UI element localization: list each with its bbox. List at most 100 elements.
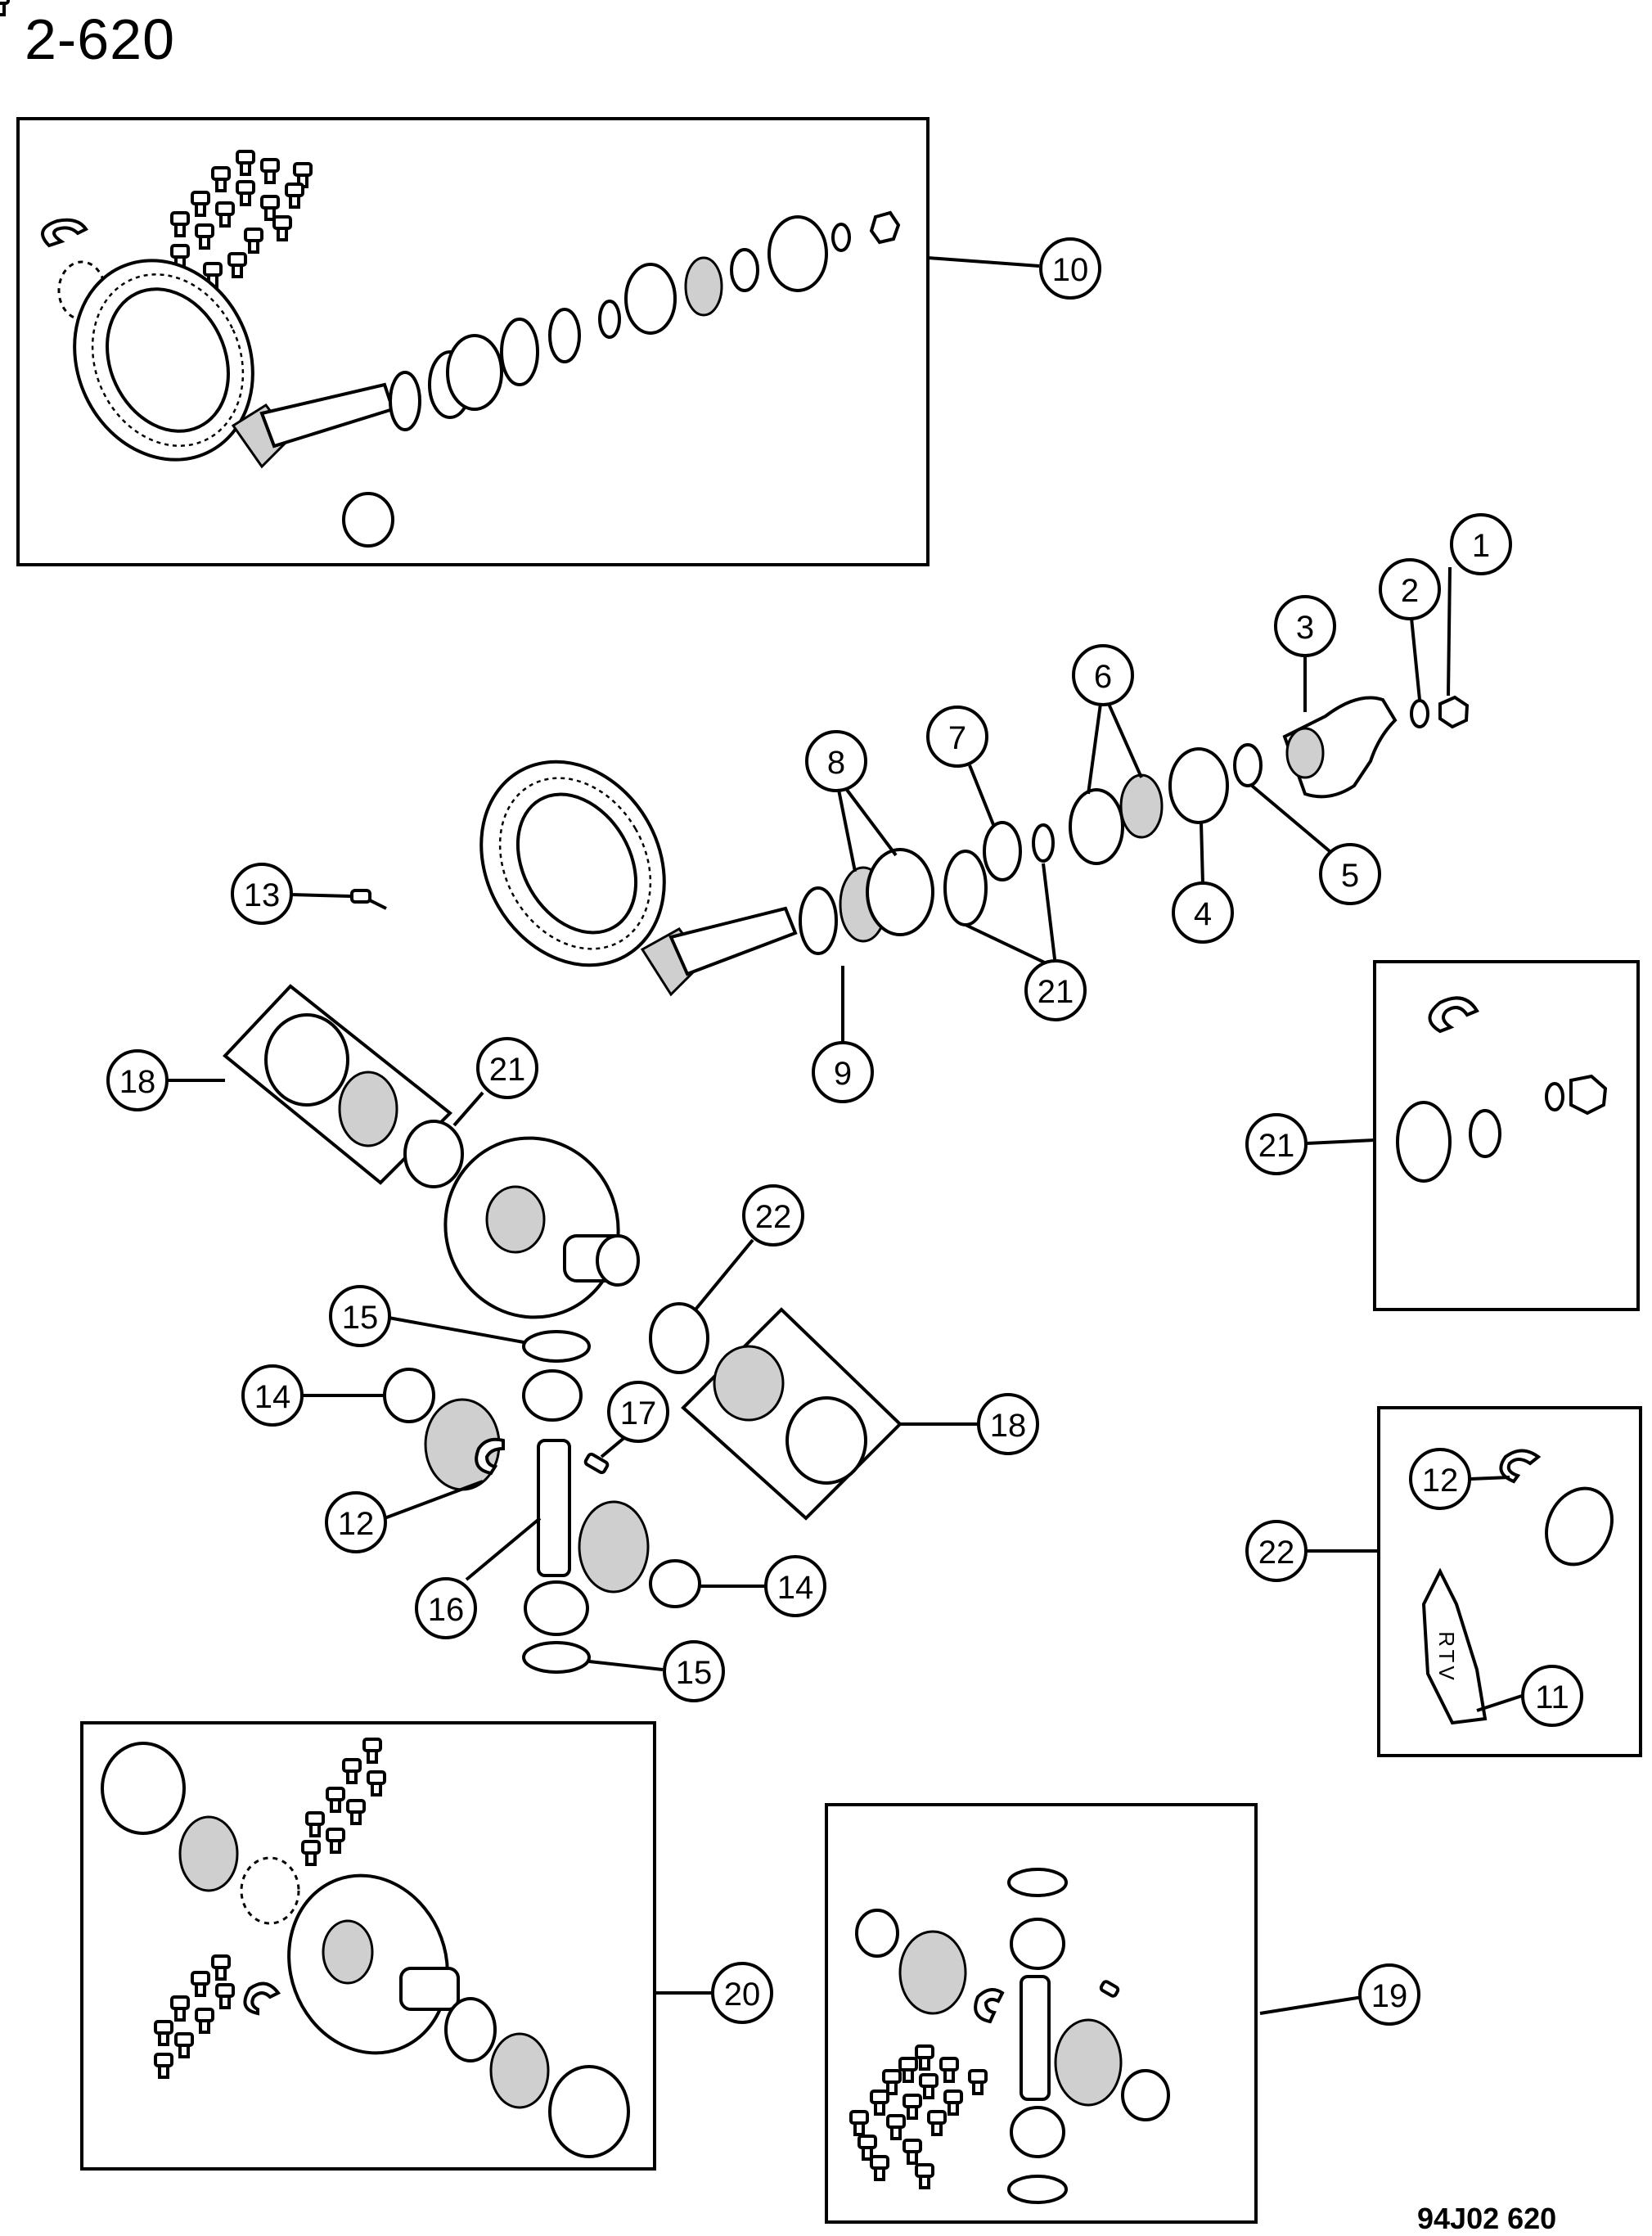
clip-icon: [41, 218, 88, 248]
kit-box-20: [80, 1721, 656, 2171]
oil-slinger-icon: [730, 248, 759, 292]
callout-22: [742, 1184, 804, 1246]
callout-5: [1319, 843, 1381, 905]
page-title: 2-620: [25, 7, 176, 71]
clip-12: [475, 1437, 505, 1476]
side-gear-lower: [578, 1500, 650, 1594]
svg-text:17: 17: [620, 1395, 657, 1431]
svg-text:15: 15: [676, 1655, 713, 1691]
bearing-6-cone: [1119, 773, 1164, 839]
nut-icon: [869, 210, 901, 245]
bearing-6-cup: [1069, 788, 1124, 865]
svg-text:8: 8: [827, 745, 845, 781]
thrust-washer-icon: [342, 492, 394, 548]
spacer-7: [983, 821, 1022, 881]
svg-text:18: 18: [990, 1408, 1027, 1444]
kit-box-10: [0, 0, 930, 566]
svg-text:20: 20: [724, 1977, 761, 2013]
callout-21-main: [1024, 959, 1087, 1021]
svg-text:14: 14: [777, 1570, 814, 1606]
callout-12-main: [325, 1491, 387, 1553]
shim-21b: [1032, 823, 1055, 863]
svg-text:22: 22: [755, 1199, 792, 1235]
drawing-code: 94J02 620: [1417, 2202, 1557, 2235]
callout-17: [607, 1381, 669, 1443]
washer-2: [1410, 699, 1429, 728]
callout-14-lower: [764, 1555, 826, 1617]
rtv-tube-icon: RTV: [1421, 1567, 1488, 1725]
washer-icon: [831, 223, 851, 252]
callout-10: [1039, 237, 1101, 300]
main-pinion-gear: [640, 886, 838, 997]
svg-text:18: 18: [119, 1064, 156, 1100]
vent-13: [350, 889, 387, 910]
callout-11: [1521, 1665, 1583, 1727]
svg-text:10: 10: [1052, 252, 1089, 288]
svg-text:4: 4: [1194, 896, 1212, 932]
callout-16: [415, 1577, 477, 1639]
shim-icon: [500, 318, 539, 386]
svg-text:7: 7: [948, 720, 966, 756]
callout-9: [812, 1041, 874, 1103]
bearing-8-cup: [866, 848, 934, 936]
pinion-gear: [231, 371, 421, 469]
callout-2: [1379, 558, 1441, 620]
callout-18-upper: [106, 1049, 169, 1111]
nut-1: [1438, 695, 1470, 729]
shim-21: [943, 850, 988, 926]
svg-text:6: 6: [1094, 659, 1112, 695]
callout-6: [1072, 644, 1134, 706]
callout-15-upper: [329, 1285, 391, 1347]
callout-21-upper: [476, 1037, 538, 1099]
callout-4: [1172, 881, 1234, 944]
main-ring-gear: [479, 760, 666, 967]
svg-text:11: 11: [1535, 1679, 1569, 1715]
callout-19: [1358, 1963, 1420, 2026]
seal-icon: [767, 215, 828, 292]
kit-box-18-upper: [223, 984, 452, 1185]
washer-14-upper: [383, 1368, 435, 1423]
svg-text:1: 1: [1472, 528, 1490, 564]
pinion-mate-upper: [522, 1369, 583, 1422]
callout-1: [1450, 513, 1512, 575]
callout-22-box: [1245, 1520, 1308, 1582]
callout-21-box: [1245, 1113, 1308, 1175]
slinger-5: [1233, 743, 1263, 787]
svg-text:22: 22: [1258, 1535, 1295, 1571]
callout-12-box: [1409, 1448, 1471, 1510]
svg-text:21: 21: [1038, 974, 1074, 1010]
kit-box-22: RTV: [1377, 1406, 1642, 1757]
ring-gear-bolts: [0, 0, 313, 288]
svg-text:12: 12: [338, 1506, 375, 1542]
callout-14-upper: [241, 1364, 304, 1427]
seal-4: [1168, 747, 1229, 824]
svg-text:14: 14: [254, 1379, 291, 1415]
svg-text:5: 5: [1341, 858, 1359, 894]
washer-15-lower: [522, 1641, 591, 1674]
svg-text:3: 3: [1296, 610, 1314, 646]
svg-text:19: 19: [1371, 1978, 1408, 2014]
svg-text:21: 21: [1258, 1128, 1295, 1164]
kit-box-21: [1373, 960, 1640, 1311]
kit-box-19: [825, 1803, 1258, 2224]
shim-22: [649, 1302, 709, 1374]
ring-gear: [73, 259, 254, 462]
svg-text:16: 16: [428, 1592, 465, 1628]
lock-pin-17: [583, 1452, 610, 1475]
svg-text:2: 2: [1401, 573, 1419, 609]
callout-20: [711, 1962, 773, 2024]
svg-text:13: 13: [244, 877, 281, 913]
washer-icon: [598, 300, 621, 339]
callout-15-lower: [663, 1640, 725, 1702]
callout-18-lower: [977, 1393, 1039, 1455]
yoke-3: [1282, 696, 1398, 799]
callout-13: [231, 863, 293, 925]
svg-text:9: 9: [834, 1056, 852, 1092]
svg-text:21: 21: [489, 1052, 526, 1088]
washer-15-upper: [522, 1330, 591, 1363]
pinion-shaft-16: [537, 1439, 571, 1577]
callout-3: [1274, 595, 1336, 657]
callout-7: [926, 706, 988, 768]
kit-box-18-lower: [681, 1307, 903, 1521]
